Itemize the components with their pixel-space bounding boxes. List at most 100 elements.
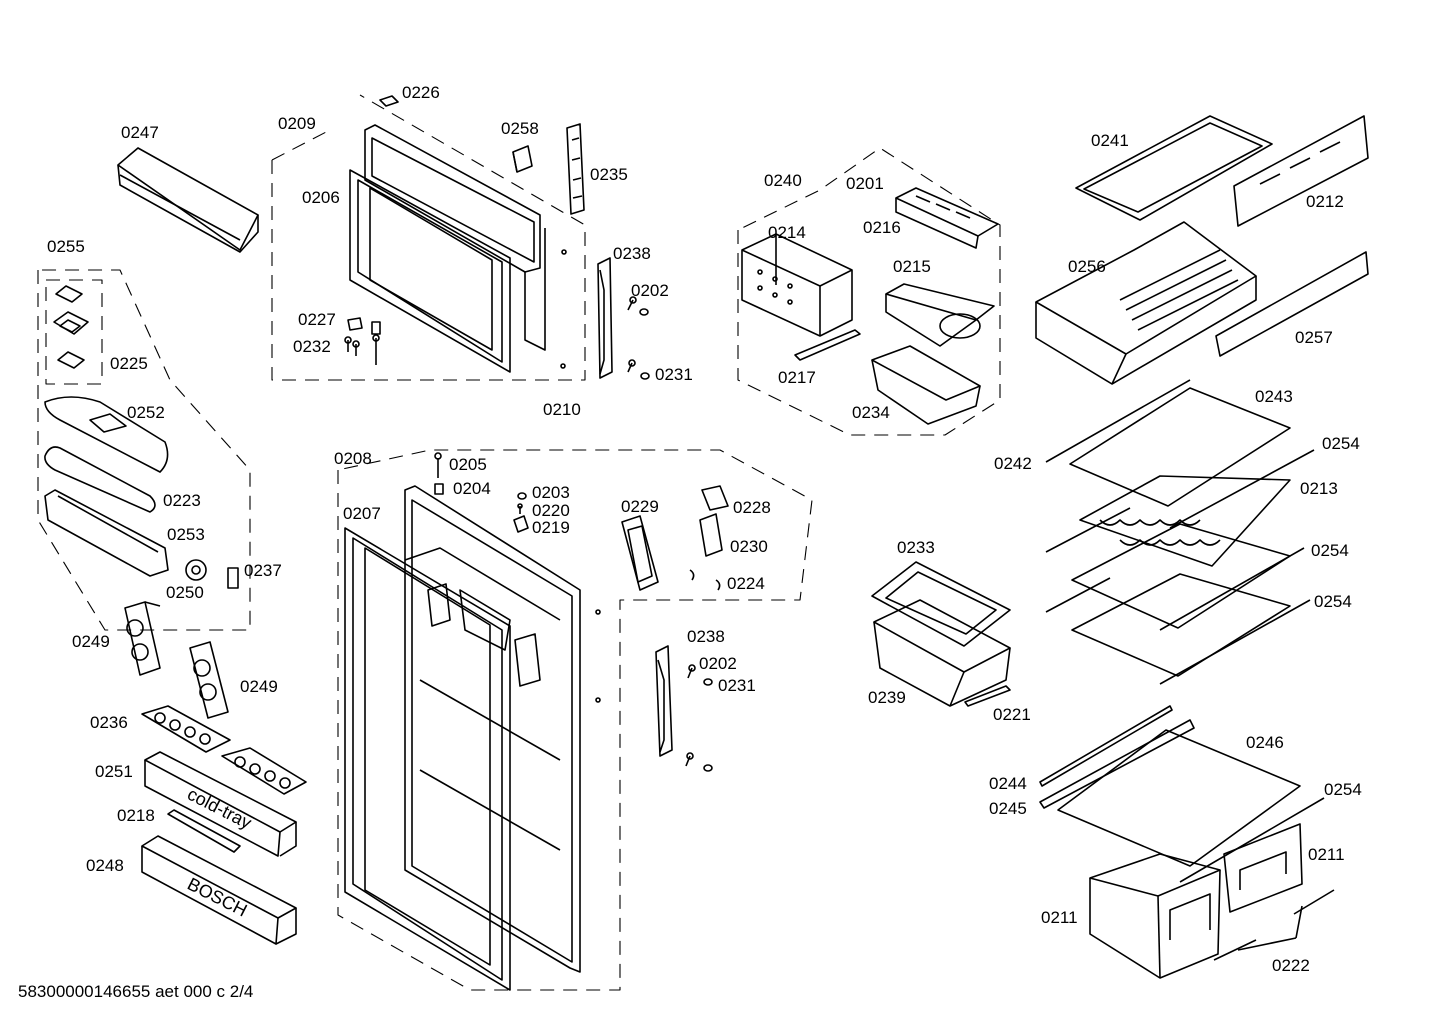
bosch-text: BOSCH bbox=[184, 874, 250, 921]
label-0238: 0238 bbox=[613, 244, 651, 263]
label-0229: 0229 bbox=[621, 497, 659, 516]
egg-tray-0236 bbox=[141, 705, 307, 795]
label-0255: 0255 bbox=[47, 237, 85, 256]
label-0243: 0243 bbox=[1255, 387, 1293, 406]
label-0201: 0201 bbox=[846, 174, 884, 193]
gasket-0207 bbox=[344, 527, 511, 991]
label-0226: 0226 bbox=[402, 83, 440, 102]
label-0231: 0231 bbox=[655, 365, 693, 384]
label-0213: 0213 bbox=[1300, 479, 1338, 498]
label-0222: 0222 bbox=[1272, 956, 1310, 975]
panel-0257 bbox=[1215, 251, 1369, 357]
label-0205: 0205 bbox=[449, 455, 487, 474]
door-0208 bbox=[404, 485, 581, 973]
label-0240: 0240 bbox=[764, 171, 802, 190]
label-0244: 0244 bbox=[989, 774, 1027, 793]
frame-0209 bbox=[364, 124, 546, 351]
group-outline-door-rack bbox=[37, 269, 251, 631]
label-0231-lower: 0231 bbox=[718, 676, 756, 695]
label-0248: 0248 bbox=[86, 856, 124, 875]
group-outline-freezer-parts bbox=[737, 147, 1001, 436]
label-0233: 0233 bbox=[897, 538, 935, 557]
box-0211 bbox=[1089, 823, 1303, 979]
handle-0238-bottom bbox=[595, 609, 713, 772]
label-0218: 0218 bbox=[117, 806, 155, 825]
label-0203: 0203 bbox=[532, 483, 570, 502]
label-0249: 0249 bbox=[72, 632, 110, 651]
label-0238-lower: 0238 bbox=[687, 627, 725, 646]
strip-0221 bbox=[964, 685, 1011, 707]
label-0245: 0245 bbox=[989, 799, 1027, 818]
label-0242: 0242 bbox=[994, 454, 1032, 473]
holder-0249a bbox=[124, 601, 161, 676]
label-0223: 0223 bbox=[163, 491, 201, 510]
ice-tray-0216 bbox=[895, 187, 999, 249]
crisper-0256 bbox=[1035, 221, 1257, 385]
label-0210: 0210 bbox=[543, 400, 581, 419]
label-0216: 0216 bbox=[863, 218, 901, 237]
label-0254-3: 0254 bbox=[1314, 592, 1352, 611]
clip-0226 bbox=[379, 95, 399, 107]
label-0246: 0246 bbox=[1246, 733, 1284, 752]
ice-bin-0215 bbox=[885, 283, 995, 347]
label-0209: 0209 bbox=[278, 114, 316, 133]
label-0258: 0258 bbox=[501, 119, 539, 138]
drawer-0239 bbox=[873, 599, 1011, 707]
screws-top bbox=[344, 249, 650, 380]
label-0247: 0247 bbox=[121, 123, 159, 142]
shelf-0243 bbox=[1045, 379, 1291, 507]
screws-0205-0219 bbox=[434, 452, 529, 533]
group-outline-top-door bbox=[271, 94, 586, 381]
label-0251: 0251 bbox=[95, 762, 133, 781]
label-0234: 0234 bbox=[852, 403, 890, 422]
label-0211-1: 0211 bbox=[1308, 845, 1345, 864]
label-0230: 0230 bbox=[730, 537, 768, 556]
label-0207: 0207 bbox=[343, 504, 381, 523]
label-0217: 0217 bbox=[778, 368, 816, 387]
label-0211-2: 0211 bbox=[1041, 908, 1078, 927]
label-0254-1: 0254 bbox=[1322, 434, 1360, 453]
label-0202: 0202 bbox=[631, 281, 669, 300]
label-0206: 0206 bbox=[302, 188, 340, 207]
label-0236: 0236 bbox=[90, 713, 128, 732]
handle-0238-top bbox=[597, 257, 613, 379]
label-0254-4: 0254 bbox=[1324, 780, 1362, 799]
rack-parts-0255 bbox=[53, 285, 89, 369]
hinge-0235 bbox=[566, 123, 585, 215]
strips-0222 bbox=[1213, 889, 1335, 961]
label-0256: 0256 bbox=[1068, 257, 1106, 276]
holder-0249b bbox=[189, 641, 229, 719]
cold-tray-0251 bbox=[144, 751, 297, 857]
cage-0214 bbox=[741, 233, 853, 337]
gasket-0223 bbox=[44, 446, 156, 513]
label-0232: 0232 bbox=[293, 337, 331, 356]
strip-0218 bbox=[167, 809, 241, 853]
label-0254-2: 0254 bbox=[1311, 541, 1349, 560]
label-0221: 0221 bbox=[993, 705, 1031, 724]
plate-0229 bbox=[621, 515, 659, 591]
part-0237 bbox=[227, 567, 239, 589]
tray-0253 bbox=[44, 489, 169, 577]
label-0235: 0235 bbox=[590, 165, 628, 184]
label-0257: 0257 bbox=[1295, 328, 1333, 347]
label-0214: 0214 bbox=[768, 223, 806, 242]
gasket-0206 bbox=[349, 169, 511, 373]
parts-0228-0224 bbox=[689, 485, 729, 591]
panel-0212 bbox=[1233, 115, 1369, 227]
label-0228: 0228 bbox=[733, 498, 771, 517]
part-0250 bbox=[185, 559, 207, 581]
cover-0252 bbox=[44, 396, 169, 473]
label-0252: 0252 bbox=[127, 403, 165, 422]
label-0208: 0208 bbox=[334, 449, 372, 468]
group-outline-main-door bbox=[337, 449, 813, 991]
label-0219: 0219 bbox=[532, 518, 570, 537]
block-0258 bbox=[512, 145, 533, 173]
label-0250: 0250 bbox=[166, 583, 204, 602]
label-0225: 0225 bbox=[110, 354, 148, 373]
shelf-0254-low bbox=[1071, 573, 1311, 685]
drawer-0233 bbox=[871, 561, 1011, 647]
label-0237: 0237 bbox=[244, 561, 282, 580]
shelf-0246 bbox=[1039, 705, 1325, 883]
label-0212: 0212 bbox=[1306, 192, 1344, 211]
